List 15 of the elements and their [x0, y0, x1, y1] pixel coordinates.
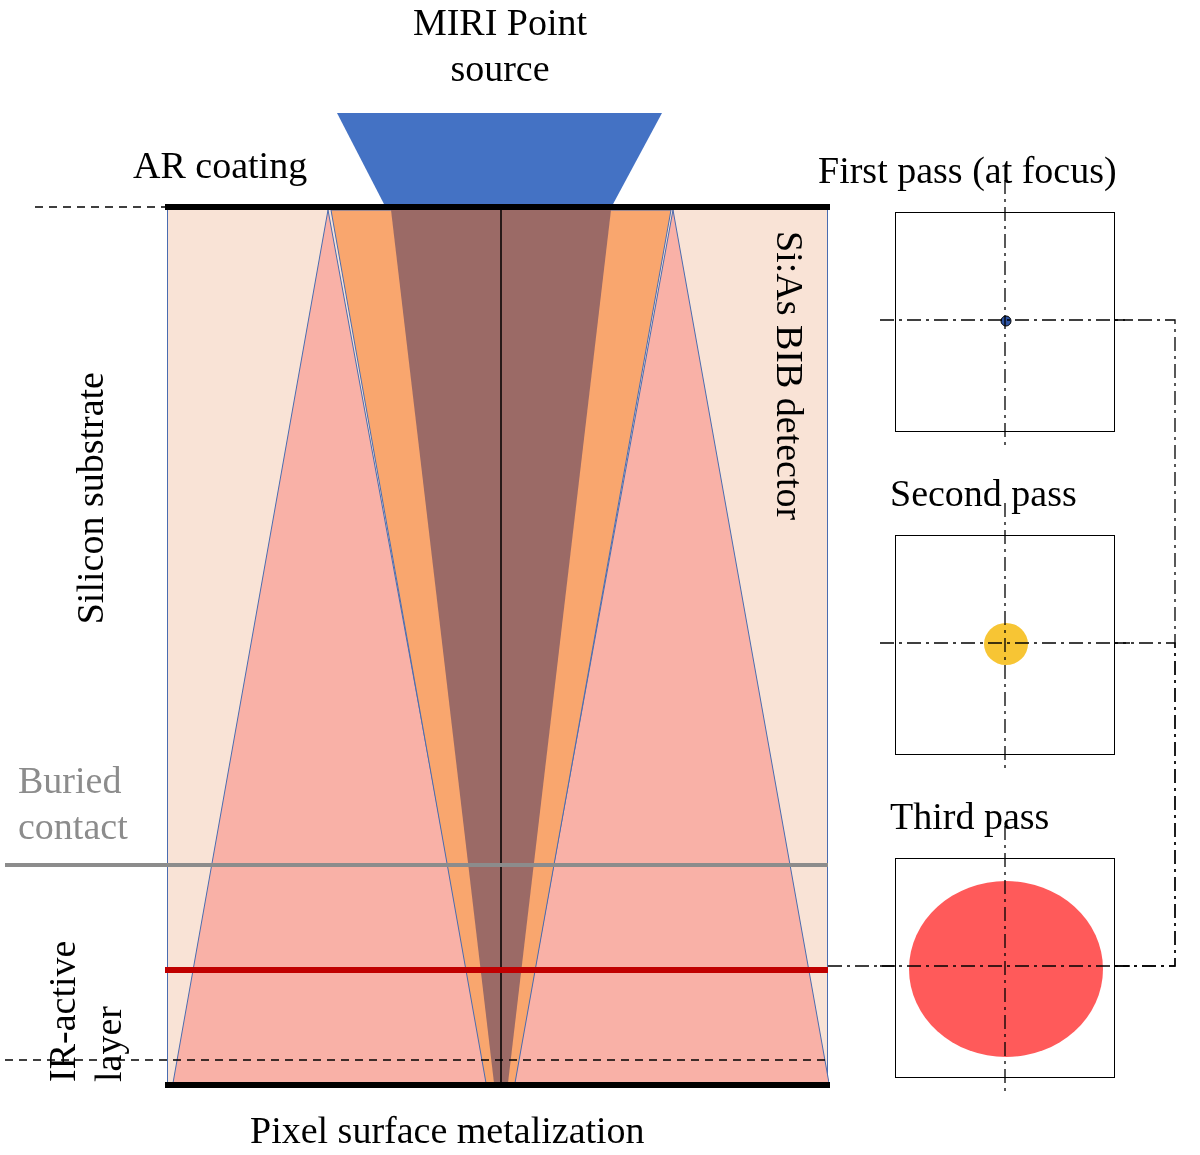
layer-label: Silicon substrate	[68, 372, 112, 625]
dash-dot-line	[827, 965, 896, 967]
layer-label: AR coating	[133, 143, 308, 188]
light-spot	[1000, 315, 1012, 327]
light-spot	[908, 880, 1104, 1058]
dash-dot-line	[1114, 642, 1176, 967]
light-spot	[983, 622, 1029, 666]
layer-label: Buried contact	[18, 758, 129, 849]
layer-label: Pixel surface metalization	[250, 1108, 645, 1153]
pass-heading: Third pass	[890, 794, 1050, 839]
detector-label: Si:As BIB detector	[767, 231, 812, 521]
source-label: MIRI Point source	[411, 0, 589, 91]
pass-heading: First pass (at focus)	[818, 148, 1117, 193]
pass-heading: Second pass	[890, 471, 1077, 516]
layer-label: IR-active layer	[40, 939, 130, 1082]
